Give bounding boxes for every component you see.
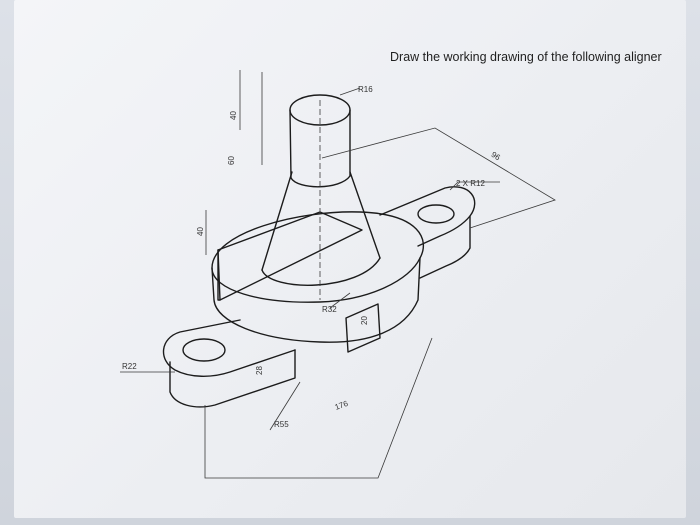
label-96: 96 bbox=[490, 150, 503, 163]
label-r12: 2 X R12 bbox=[456, 179, 485, 188]
cylinder-sides bbox=[289, 109, 351, 179]
right-hole bbox=[417, 204, 455, 224]
cone-right bbox=[349, 171, 381, 259]
base-plate-side-left bbox=[217, 249, 221, 301]
base-disc-side bbox=[211, 257, 421, 343]
leader-r55 bbox=[269, 381, 301, 431]
label-r55: R55 bbox=[274, 420, 289, 429]
label-40-left: 40 bbox=[196, 227, 205, 236]
leader-r16 bbox=[339, 87, 361, 96]
cylinder-bottom bbox=[290, 175, 351, 188]
label-60: 60 bbox=[227, 156, 236, 165]
cone-bottom bbox=[261, 257, 381, 286]
dim-line-96 bbox=[321, 127, 556, 229]
label-20: 20 bbox=[360, 316, 369, 325]
leader-r12 bbox=[449, 181, 500, 191]
slot bbox=[345, 303, 381, 353]
cone-left bbox=[261, 171, 293, 271]
label-r16: R16 bbox=[358, 85, 373, 94]
left-lug-top bbox=[162, 319, 296, 377]
drawing-sheet bbox=[14, 0, 686, 518]
left-hole bbox=[182, 338, 226, 362]
base-plate-top bbox=[217, 211, 363, 301]
label-r32: R32 bbox=[322, 305, 337, 314]
instruction-title: Draw the working drawing of the followin… bbox=[390, 50, 662, 64]
label-176: 176 bbox=[334, 399, 350, 412]
label-28: 28 bbox=[255, 366, 264, 375]
label-40-top: 40 bbox=[229, 111, 238, 120]
dim-line-176 bbox=[204, 337, 433, 479]
leader-r32 bbox=[329, 292, 351, 309]
left-lug-side bbox=[169, 349, 296, 408]
label-r22: R22 bbox=[122, 362, 137, 371]
right-lug-side bbox=[419, 215, 471, 279]
